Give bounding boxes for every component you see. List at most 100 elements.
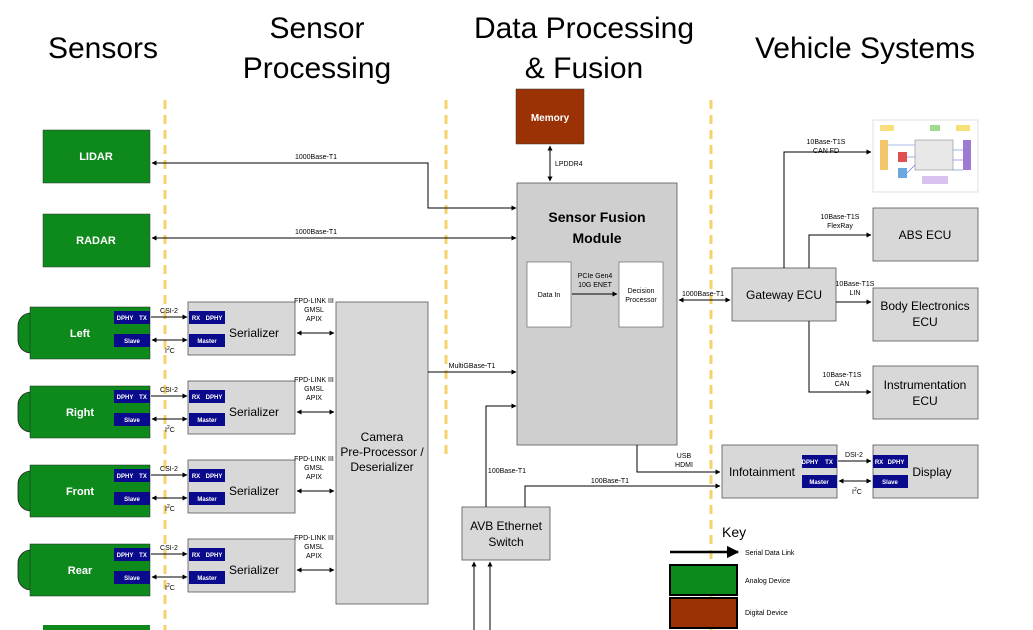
memory-block xyxy=(515,88,585,145)
abs-ecu-label: ABS ECU xyxy=(899,228,952,242)
data-in-label: Data In xyxy=(538,292,561,299)
body-electronics-line1: Body Electronics xyxy=(880,299,969,313)
serializer-label: Serializer xyxy=(229,563,279,577)
avb-fusion-link-label: 100Base-T1 xyxy=(488,468,526,475)
body-electronics-block xyxy=(872,287,979,342)
usb-hdmi-link xyxy=(636,445,721,475)
column-data-processing-line1: Data Processing xyxy=(474,12,694,45)
camera-tx-port xyxy=(114,469,150,482)
camera-tx-port xyxy=(114,548,150,561)
serializer-rx-port xyxy=(189,311,225,324)
apix-label: APIX xyxy=(306,316,322,323)
i2c-label: I2C xyxy=(165,425,175,434)
serializer-master-port xyxy=(189,571,225,584)
multigbase-link-label: MultiGBase-T1 xyxy=(449,363,496,370)
avb-fusion-link xyxy=(485,403,517,507)
camera-tx-label: TX xyxy=(139,553,147,559)
serializer-dphy-label: DPHY xyxy=(206,316,223,322)
fusion-title-line2: Module xyxy=(573,230,622,246)
column-sensors: Sensors xyxy=(48,32,158,65)
radar-link-label: 1000Base-T1 xyxy=(295,229,337,236)
camera-tx-label: TX xyxy=(139,395,147,401)
serializer-master-port xyxy=(189,492,225,505)
lidar-label: LIDAR xyxy=(79,151,113,163)
camera-preprocessor-line2: Pre-Processor / xyxy=(340,445,424,459)
serializer-master-label: Master xyxy=(197,418,217,424)
lpddr-label: LPDDR4 xyxy=(555,161,583,168)
camera-tx-port xyxy=(114,311,150,324)
infotainment-block xyxy=(721,444,838,499)
camera-tx-port xyxy=(114,390,150,403)
memory-label: Memory xyxy=(531,113,570,124)
pcie-label-line2: 10G ENET xyxy=(578,282,613,289)
camera-slave-label: Slave xyxy=(124,576,140,582)
key-digital-swatch xyxy=(669,597,738,629)
apix-label: APIX xyxy=(306,395,322,402)
csi-label: CSI-2 xyxy=(160,308,178,315)
csi-label: CSI-2 xyxy=(160,545,178,552)
serializer-dphy-label: DPHY xyxy=(206,395,223,401)
serializer-rx-label: RX xyxy=(192,474,200,480)
usb-label: USB xyxy=(677,453,692,460)
infotainment-dphy-label: DPHY xyxy=(802,460,819,466)
gateway-ecu-label: Gateway ECU xyxy=(746,288,822,302)
pcie-label-line1: PCIe Gen4 xyxy=(578,273,613,280)
camera-slave-label: Slave xyxy=(124,418,140,424)
instrumentation-block xyxy=(872,365,979,420)
radar-label: RADAR xyxy=(76,235,116,247)
fpd-link-label: FPD-LINK III xyxy=(294,535,334,542)
fpd-link-label: FPD-LINK III xyxy=(294,377,334,384)
serializer-label: Serializer xyxy=(229,405,279,419)
key-serial-label: Serial Data Link xyxy=(745,550,795,557)
display-dphy-label: DPHY xyxy=(888,460,905,466)
serializer-rx-port xyxy=(189,548,225,561)
column-data-processing-line2: & Fusion xyxy=(525,52,643,85)
serializer-label: Serializer xyxy=(229,326,279,340)
camera-slave-port xyxy=(114,413,150,426)
i2c-label: I2C xyxy=(165,346,175,355)
hdmi-label: HDMI xyxy=(675,462,693,469)
body-electronics-line2: ECU xyxy=(912,315,937,329)
column-vehicle-systems: Vehicle Systems xyxy=(755,32,975,65)
lidar-block xyxy=(42,129,151,184)
partial-sensor-block xyxy=(43,625,150,630)
key-title: Key xyxy=(722,524,746,540)
can-label-line2: CAN xyxy=(835,381,850,388)
display-block xyxy=(872,444,979,499)
can-link xyxy=(808,321,872,395)
display-slave-port xyxy=(873,475,908,488)
camera-dphy-label: DPHY xyxy=(117,316,134,322)
fpd-link-label: FPD-LINK III xyxy=(294,298,334,305)
apix-label: APIX xyxy=(306,553,322,560)
camera-slave-label: Slave xyxy=(124,339,140,345)
avb-infotainment-link xyxy=(524,483,721,507)
csi-label: CSI-2 xyxy=(160,466,178,473)
can-fd-link xyxy=(783,149,872,268)
camera-dphy-label: DPHY xyxy=(117,553,134,559)
lin-label-line2: LIN xyxy=(850,290,861,297)
infotainment-master-port xyxy=(802,475,837,488)
serializer-dphy-label: DPHY xyxy=(206,474,223,480)
serializer-master-port xyxy=(189,413,225,426)
serializer-block xyxy=(187,380,296,435)
display-i2c-label: I2C xyxy=(852,487,862,496)
radar-block xyxy=(42,213,151,268)
camera-tx-label: TX xyxy=(139,316,147,322)
flexray-label-line1: 10Base-T1S xyxy=(821,214,860,221)
csi-label: CSI-2 xyxy=(160,387,178,394)
camera-label: Rear xyxy=(68,565,93,577)
serializer-master-label: Master xyxy=(197,339,217,345)
lin-label-line1: 10Base-T1S xyxy=(836,281,875,288)
can-fd-label-line2: CAN FD xyxy=(813,148,839,155)
infotainment-label: Infotainment xyxy=(729,465,796,479)
i2c-label: I2C xyxy=(165,504,175,513)
serializer-label: Serializer xyxy=(229,484,279,498)
camera-preprocessor-line3: Deserializer xyxy=(350,460,413,474)
flexray-link xyxy=(808,232,872,268)
infotainment-tx-label: TX xyxy=(825,460,833,466)
